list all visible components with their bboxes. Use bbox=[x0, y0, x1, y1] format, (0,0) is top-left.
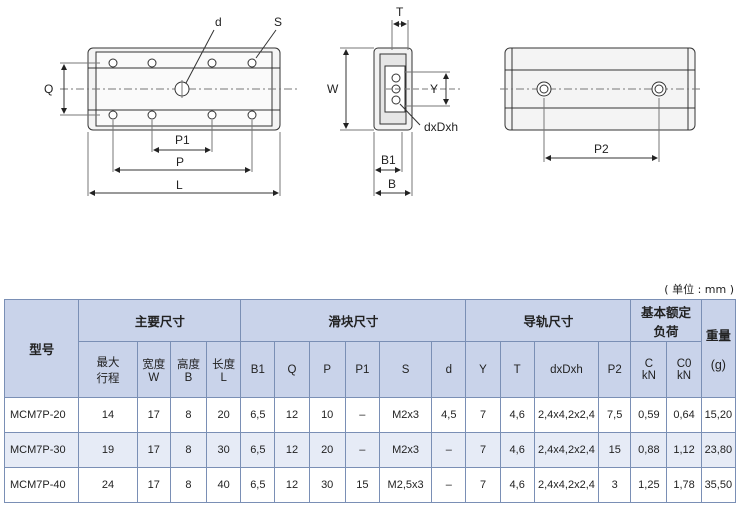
cell-B1: 6,5 bbox=[240, 397, 276, 433]
header-rated-load: 基本额定负荷 bbox=[630, 299, 702, 342]
label-Q: Q bbox=[44, 82, 53, 96]
table-row: MCM7P-20 14 17 8 20 6,5 12 10 – M2x3 4,5… bbox=[3, 397, 737, 433]
cell-S: M2x3 bbox=[378, 397, 433, 433]
cell-P1: 15 bbox=[344, 467, 380, 503]
cell-P2: 7,5 bbox=[598, 397, 632, 433]
label-B: B bbox=[388, 177, 396, 191]
label-B1: B1 bbox=[381, 153, 396, 167]
cell-C: 0,59 bbox=[630, 397, 668, 433]
cell-P: 30 bbox=[308, 467, 346, 503]
cell-P: 20 bbox=[308, 432, 346, 468]
cell-P2: 15 bbox=[598, 432, 632, 468]
header-T: T bbox=[499, 341, 535, 398]
cell-dxDxh: 2,4x4,2x2,4 bbox=[533, 432, 600, 468]
cell-C: 0,88 bbox=[630, 432, 668, 468]
label-P2: P2 bbox=[594, 142, 609, 156]
cell-Y: 7 bbox=[465, 397, 501, 433]
cell-S: M2,5x3 bbox=[378, 467, 433, 503]
label-P: P bbox=[176, 155, 184, 169]
top-view bbox=[60, 29, 300, 196]
label-S: S bbox=[274, 15, 282, 29]
header-P2: P2 bbox=[598, 341, 632, 398]
cell-C0: 1,12 bbox=[666, 432, 702, 468]
header-Q: Q bbox=[274, 341, 310, 398]
header-weight: 重量(g) bbox=[700, 299, 737, 398]
cell-dxDxh: 2,4x4,2x2,4 bbox=[533, 397, 600, 433]
cell-model: MCM7P-40 bbox=[3, 467, 80, 503]
side-view bbox=[340, 20, 460, 196]
cell-P2: 3 bbox=[598, 467, 632, 503]
cell-L: 40 bbox=[206, 467, 242, 503]
cell-L: 20 bbox=[206, 397, 242, 433]
cell-weight: 35,50 bbox=[700, 467, 737, 503]
cell-model: MCM7P-30 bbox=[3, 432, 80, 468]
cell-weight: 23,80 bbox=[700, 432, 737, 468]
cell-stroke: 19 bbox=[78, 432, 138, 468]
cell-T: 4,6 bbox=[499, 432, 535, 468]
cell-B1: 6,5 bbox=[240, 432, 276, 468]
table-row: MCM7P-30 19 17 8 30 6,5 12 20 – M2x3 – 7… bbox=[3, 432, 737, 468]
cell-C0: 0,64 bbox=[666, 397, 702, 433]
cell-C0: 1,78 bbox=[666, 467, 702, 503]
header-Y: Y bbox=[465, 341, 501, 398]
unit-label: ( 单位 : mm ) bbox=[664, 283, 734, 296]
rail-view bbox=[500, 47, 700, 162]
header-slider-dims: 滑块尺寸 bbox=[240, 299, 467, 342]
header-P1: P1 bbox=[344, 341, 380, 398]
cell-stroke: 14 bbox=[78, 397, 138, 433]
cell-Q: 12 bbox=[274, 432, 310, 468]
label-d: d bbox=[215, 15, 222, 29]
cell-d: – bbox=[431, 432, 467, 468]
table-row: MCM7P-40 24 17 8 40 6,5 12 30 15 M2,5x3 … bbox=[3, 467, 737, 503]
cell-B1: 6,5 bbox=[240, 467, 276, 503]
label-W: W bbox=[327, 82, 339, 96]
cell-W: 17 bbox=[136, 397, 171, 433]
cell-Y: 7 bbox=[465, 467, 501, 503]
technical-drawings: d S Q P1 P L T W Y dxDxh B1 B bbox=[44, 5, 700, 196]
cell-model: MCM7P-20 bbox=[3, 397, 80, 433]
cell-Y: 7 bbox=[465, 432, 501, 468]
cell-T: 4,6 bbox=[499, 467, 535, 503]
cell-Q: 12 bbox=[274, 467, 310, 503]
cell-B: 8 bbox=[169, 467, 208, 503]
cell-B: 8 bbox=[169, 432, 208, 468]
cell-L: 30 bbox=[206, 432, 242, 468]
label-L: L bbox=[176, 178, 183, 192]
header-main-dims: 主要尺寸 bbox=[78, 299, 242, 342]
cell-d: 4,5 bbox=[431, 397, 467, 433]
label-P1: P1 bbox=[175, 133, 190, 147]
label-Y: Y bbox=[430, 82, 438, 96]
cell-C: 1,25 bbox=[630, 467, 668, 503]
cell-P1: – bbox=[344, 397, 380, 433]
label-T: T bbox=[396, 5, 404, 19]
header-dxDxh: dxDxh bbox=[533, 341, 600, 398]
cell-S: M2x3 bbox=[378, 432, 433, 468]
header-P: P bbox=[308, 341, 346, 398]
cell-W: 17 bbox=[136, 432, 171, 468]
cell-T: 4,6 bbox=[499, 397, 535, 433]
cell-weight: 15,20 bbox=[700, 397, 737, 433]
cell-P1: – bbox=[344, 432, 380, 468]
header-rail-dims: 导轨尺寸 bbox=[465, 299, 632, 342]
header-d: d bbox=[431, 341, 467, 398]
header-stroke: 最大行程 bbox=[78, 341, 138, 398]
cell-P: 10 bbox=[308, 397, 346, 433]
label-dxDxh: dxDxh bbox=[424, 120, 458, 134]
header-B1: B1 bbox=[240, 341, 276, 398]
cell-W: 17 bbox=[136, 467, 171, 503]
header-model: 型号 bbox=[3, 299, 80, 398]
cell-Q: 12 bbox=[274, 397, 310, 433]
cell-stroke: 24 bbox=[78, 467, 138, 503]
header-S: S bbox=[378, 341, 433, 398]
cell-d: – bbox=[431, 467, 467, 503]
cell-dxDxh: 2,4x4,2x2,4 bbox=[533, 467, 600, 503]
cell-B: 8 bbox=[169, 397, 208, 433]
